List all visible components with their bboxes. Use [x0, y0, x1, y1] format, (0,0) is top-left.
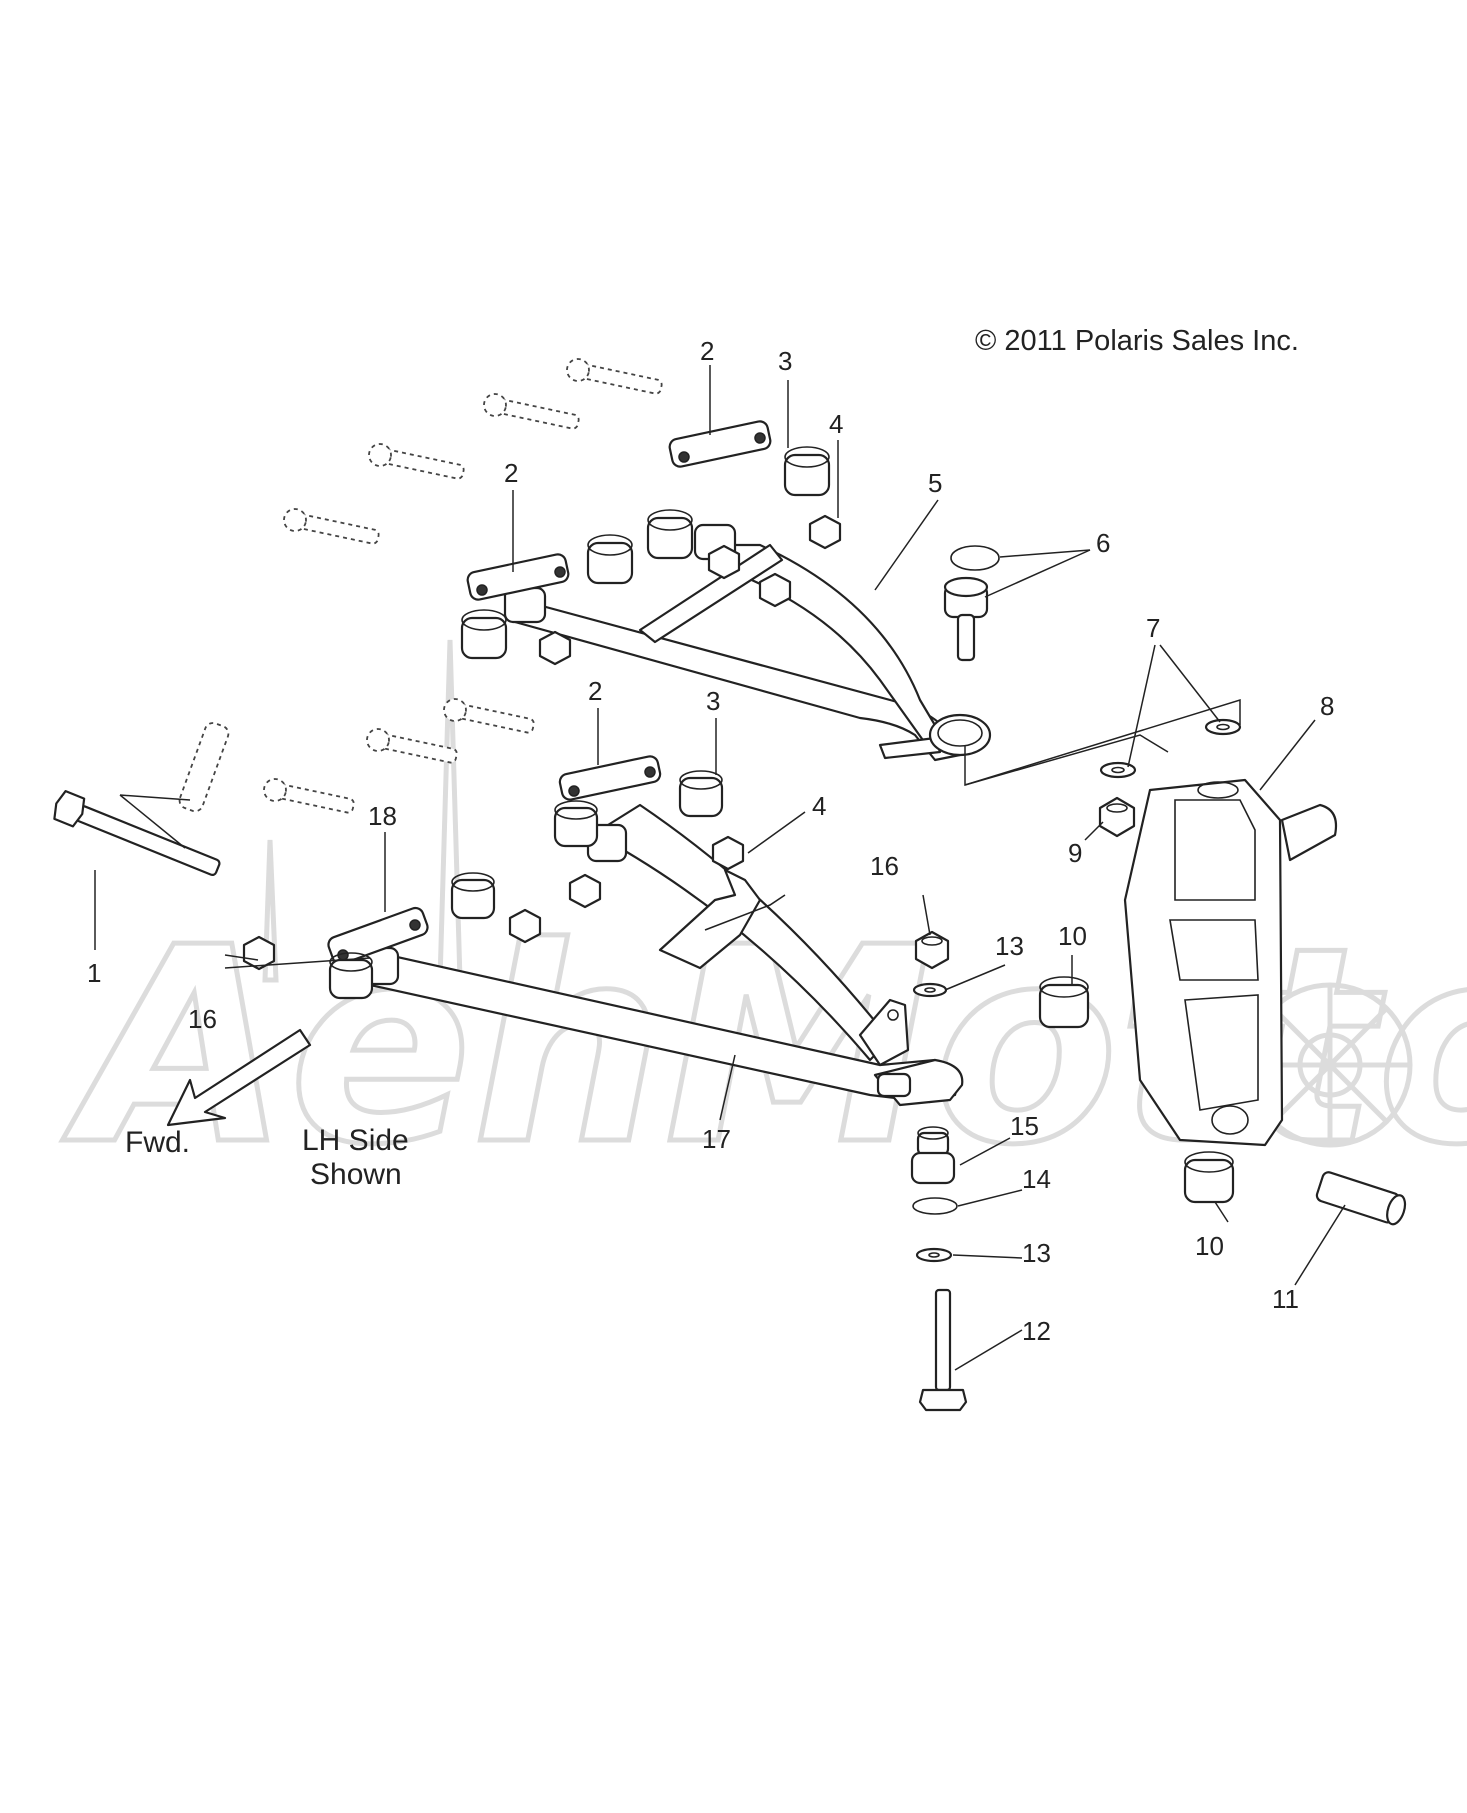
forward-label: Fwd.	[125, 1126, 190, 1159]
leader-lines	[94, 365, 1346, 1371]
callout-7: 7	[1146, 613, 1160, 643]
callout-2-lower: 2	[588, 676, 602, 706]
pivot-bolt-1	[53, 789, 221, 876]
copyright-text: © 2011 Polaris Sales Inc.	[975, 325, 1299, 357]
callout-3-lower: 3	[706, 686, 720, 716]
callout-8: 8	[1320, 691, 1334, 721]
callout-15: 15	[1010, 1111, 1039, 1141]
washers-and-nut	[1098, 718, 1242, 838]
lower-ghost-bolts	[178, 698, 535, 814]
callout-10-lower: 10	[1195, 1231, 1224, 1261]
callout-16-upper: 16	[870, 851, 899, 881]
callout-13-upper: 13	[995, 931, 1024, 961]
upper-ghost-bolts	[283, 358, 663, 545]
spindle-knuckle	[1123, 778, 1338, 1147]
ball-joint	[943, 545, 1000, 662]
spindle-bushings-and-pin	[1038, 976, 1407, 1226]
lower-a-arm	[358, 803, 964, 1107]
callout-17: 17	[702, 1124, 731, 1154]
callout-3-upper: 3	[778, 346, 792, 376]
upper-a-arm	[503, 523, 992, 762]
callout-2-upper-front: 2	[504, 458, 518, 488]
callout-13-lower: 13	[1022, 1238, 1051, 1268]
callout-4-lower: 4	[812, 791, 826, 821]
upper-pivot-parts	[460, 420, 842, 666]
callout-4-upper: 4	[829, 409, 843, 439]
callout-9: 9	[1068, 838, 1082, 868]
side-note-line-2: Shown	[310, 1158, 402, 1191]
callout-10-upper: 10	[1058, 921, 1087, 951]
side-note-line-1: LH Side	[302, 1124, 409, 1157]
callout-numbers: 2 3 4 2 5 6 7 8 9 2 3 4 18 16 13 10 1 16…	[87, 336, 1334, 1346]
callout-12: 12	[1022, 1316, 1051, 1346]
callout-1: 1	[87, 958, 101, 988]
callout-6: 6	[1096, 528, 1110, 558]
callout-18: 18	[368, 801, 397, 831]
lower-ball-joint-stack	[910, 930, 968, 1412]
callout-16-lower: 16	[188, 1004, 217, 1034]
lower-pivot-parts	[242, 755, 745, 1000]
callout-2-upper-rear: 2	[700, 336, 714, 366]
callout-14: 14	[1022, 1164, 1051, 1194]
forward-arrow-icon	[166, 1028, 312, 1127]
callout-5: 5	[928, 468, 942, 498]
callout-11: 11	[1272, 1284, 1299, 1314]
